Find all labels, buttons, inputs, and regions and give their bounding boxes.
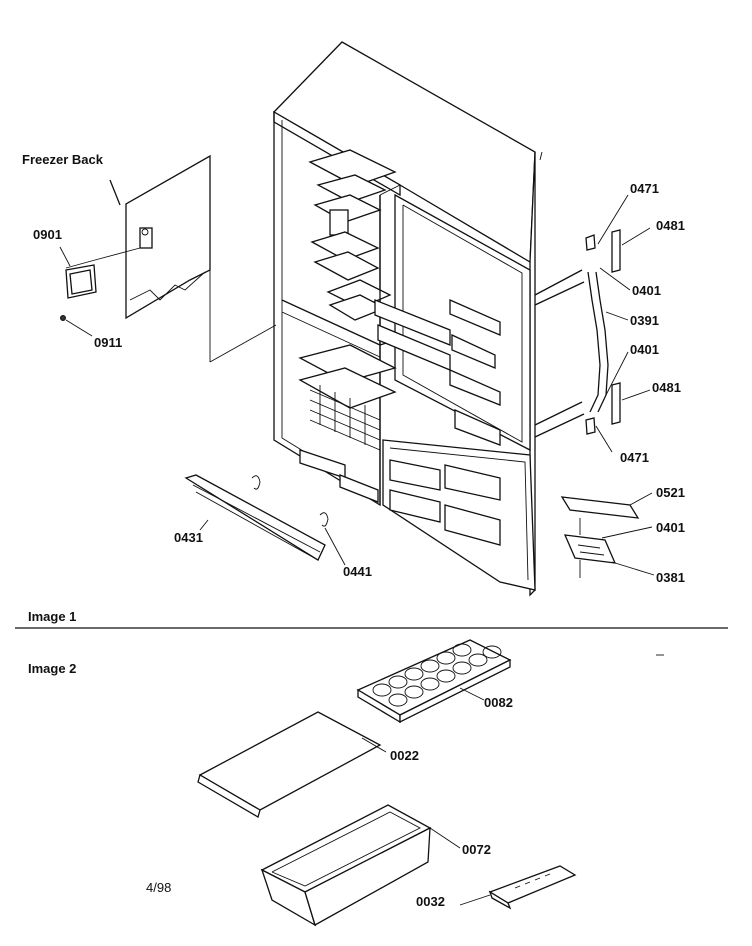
- egg-tray: [356, 639, 512, 724]
- callout-0401-mid: 0401: [630, 342, 659, 357]
- callout-0391: 0391: [630, 313, 659, 328]
- callout-0431: 0431: [174, 530, 203, 545]
- image1-label: Image 1: [28, 609, 77, 624]
- handle-assembly: [534, 194, 651, 453]
- callout-0911: 0911: [94, 335, 123, 350]
- freezer-back-panel: [59, 154, 277, 363]
- lower-handle-assembly: [560, 492, 655, 578]
- callout-0521: 0521: [656, 485, 685, 500]
- callout-0481-top: 0481: [656, 218, 685, 233]
- callout-0471-bottom: 0471: [620, 450, 649, 465]
- kick-plate: [184, 474, 346, 566]
- refrigerator-cabinet: [272, 41, 536, 597]
- callout-0381: 0381: [656, 570, 685, 585]
- callout-0401-top: 0401: [632, 283, 661, 298]
- door-rack: [459, 865, 577, 910]
- callout-0032: 0032: [416, 894, 445, 909]
- callout-0441: 0441: [343, 564, 372, 579]
- shelf: [197, 711, 387, 818]
- callout-0072: 0072: [462, 842, 491, 857]
- storage-bin: [260, 804, 461, 927]
- freezer-back-label: Freezer Back: [22, 152, 103, 167]
- callout-0401-lower: 0401: [656, 520, 685, 535]
- date-label: 4/98: [146, 880, 172, 895]
- callout-0481-bottom: 0481: [652, 380, 681, 395]
- callout-0901: 0901: [33, 227, 62, 242]
- callout-0022: 0022: [390, 748, 419, 763]
- image2-label: Image 2: [28, 661, 77, 676]
- callout-0082: 0082: [484, 695, 513, 710]
- callout-0471-top: 0471: [630, 181, 659, 196]
